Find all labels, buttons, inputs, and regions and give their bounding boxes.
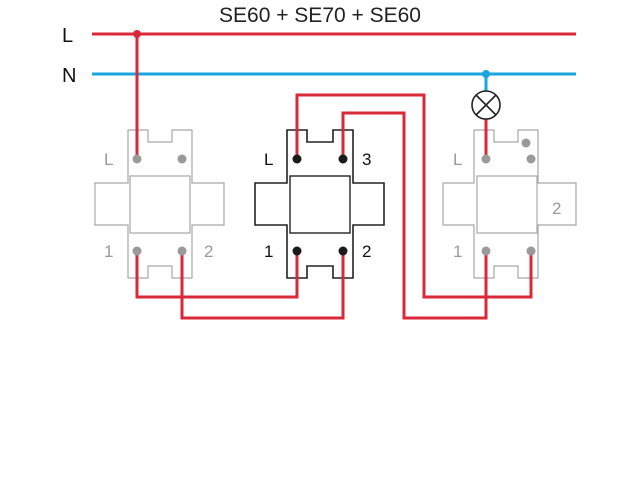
middle-label-3: 3 (362, 150, 371, 169)
right-terminal-L (481, 154, 491, 164)
left-terminal-aux (177, 154, 187, 164)
middle-terminal-3 (338, 154, 348, 164)
diagram-title: SE60 + SE70 + SE60 (219, 4, 421, 27)
left-label-1: 1 (104, 242, 113, 261)
live-rail-label: L (62, 25, 73, 47)
right-terminal-aux (526, 154, 536, 164)
left-terminal-1 (132, 246, 142, 256)
neutral-junction-dot (482, 70, 490, 78)
left-terminal-2 (177, 246, 187, 256)
traveler-wire-c (295, 93, 533, 299)
traveler-wire-b (180, 251, 345, 320)
left-label-2: 2 (204, 242, 213, 261)
neutral-rail-label: N (62, 65, 76, 87)
right-terminal-2 (526, 246, 536, 256)
right-terminal-aux-top (521, 138, 531, 148)
switch-left (94, 129, 225, 279)
live-junction-dot (133, 30, 141, 38)
left-terminal-L (132, 154, 142, 164)
right-terminal-1 (481, 246, 491, 256)
middle-terminal-1 (292, 246, 302, 256)
switch-middle (254, 129, 385, 279)
switch-right (442, 129, 577, 279)
lamp-icon (471, 90, 501, 120)
right-label-2: 2 (552, 199, 561, 218)
right-label-1: 1 (453, 242, 462, 261)
middle-label-2: 2 (362, 242, 371, 261)
left-label-L: L (104, 150, 113, 169)
traveler-wire-d (341, 111, 488, 320)
middle-terminal-2 (338, 246, 348, 256)
middle-terminal-L (292, 154, 302, 164)
middle-label-L: L (264, 150, 273, 169)
traveler-wire-a (135, 251, 299, 299)
middle-label-1: 1 (264, 242, 273, 261)
right-label-L: L (453, 150, 462, 169)
